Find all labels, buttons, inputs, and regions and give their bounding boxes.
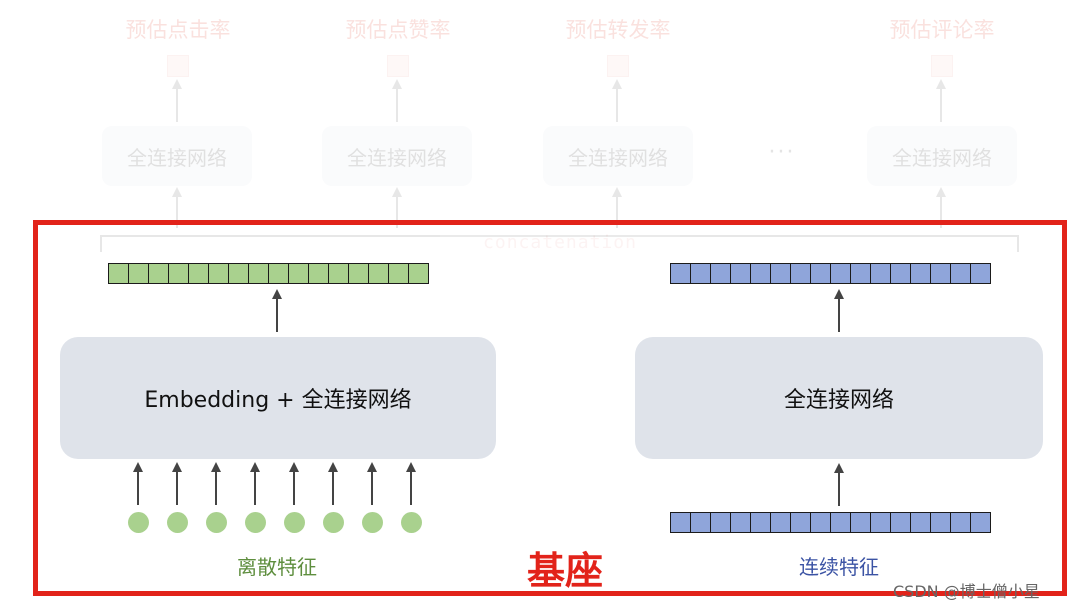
head-label-comment: 预估评论率 <box>889 18 995 42</box>
feature-dot <box>323 512 344 533</box>
head-fc-comment: 全连接网络 <box>867 126 1017 186</box>
head-label-share: 预估转发率 <box>565 18 671 42</box>
head-output-ctr <box>167 55 189 77</box>
feature-dot <box>128 512 149 533</box>
head-label-like: 预估点赞率 <box>345 18 451 42</box>
head-label-ctr: 预估点击率 <box>125 18 231 42</box>
base-label: 基座 <box>526 549 603 593</box>
head-fc-ctr: 全连接网络 <box>102 126 252 186</box>
ellipsis: ··· <box>768 140 796 165</box>
head-output-comment <box>931 55 953 77</box>
concatenation-label: concatenation <box>440 232 680 253</box>
head-fc-like: 全连接网络 <box>322 126 472 186</box>
head-output-like <box>387 55 409 77</box>
vector-cell <box>970 263 991 284</box>
feature-dot <box>167 512 188 533</box>
continuous-feature-vector <box>670 512 991 533</box>
fc-module: 全连接网络 <box>635 337 1043 459</box>
base-frame <box>33 220 1067 596</box>
embedding-vector-left <box>108 263 429 284</box>
feature-dot <box>206 512 227 533</box>
vector-arrows <box>272 289 844 506</box>
embedding-vector-right <box>670 263 991 284</box>
head-output-share <box>607 55 629 77</box>
feature-dot <box>362 512 383 533</box>
vector-cell <box>970 512 991 533</box>
continuous-features-label: 连续特征 <box>799 555 879 579</box>
feature-dot <box>245 512 266 533</box>
head-fc-share: 全连接网络 <box>543 126 693 186</box>
discrete-features-label: 离散特征 <box>237 555 317 579</box>
vector-cell <box>408 263 429 284</box>
feature-dot <box>284 512 305 533</box>
embedding-fc-module: Embedding + 全连接网络 <box>60 337 496 459</box>
feature-dot <box>401 512 422 533</box>
watermark: CSDN @博士僧小星 <box>893 582 1040 601</box>
discrete-input-arrows <box>133 462 416 505</box>
